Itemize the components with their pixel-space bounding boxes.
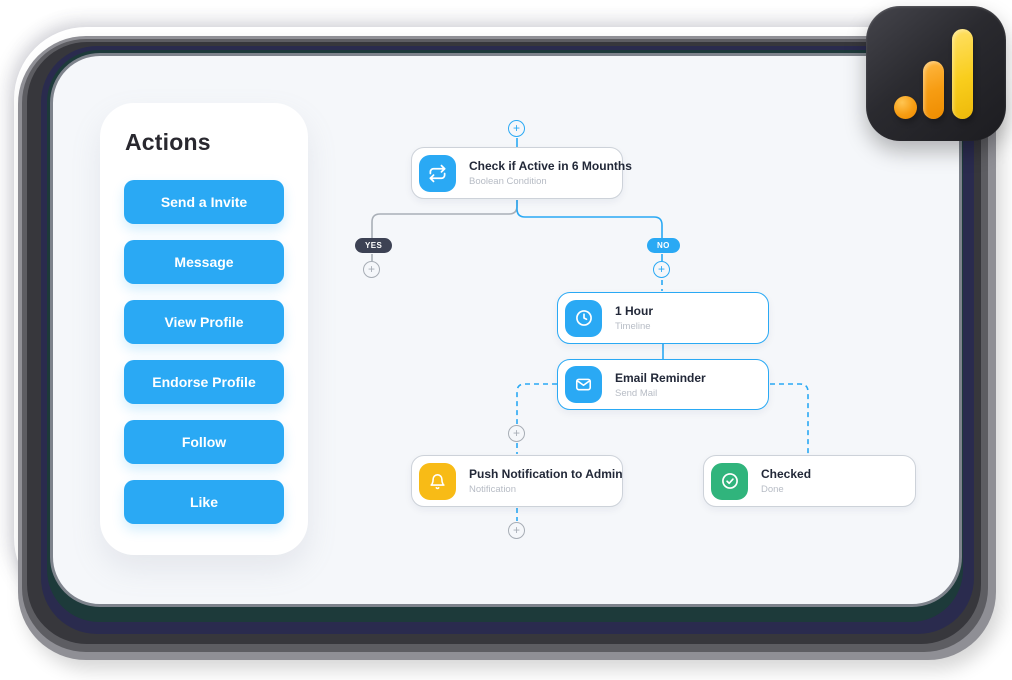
node-text: 1 Hour Timeline (615, 304, 653, 332)
action-button-send-invite[interactable]: Send a Invite (124, 180, 284, 224)
add-step-button-mid[interactable]: + (508, 425, 525, 442)
clock-icon (565, 299, 602, 337)
node-title: 1 Hour (615, 304, 654, 318)
flow-node-one-hour[interactable]: 1 Hour Timeline (557, 292, 769, 344)
node-title: Push Notification to Admin (469, 467, 623, 481)
action-button-follow[interactable]: Follow (124, 420, 284, 464)
branch-badge-yes: YES (355, 238, 393, 253)
mail-icon (565, 366, 602, 403)
node-text: Checked Done (761, 467, 811, 495)
check-circle-icon (711, 462, 748, 500)
node-subtitle: Send Mail (615, 387, 658, 399)
analytics-logo-bar-tall (952, 29, 973, 119)
add-step-button-no[interactable]: + (653, 261, 670, 278)
flow-node-push-notification[interactable]: Push Notification to Admin Notification (411, 455, 623, 507)
node-text: Push Notification to Admin Notification (469, 467, 623, 495)
action-button-message[interactable]: Message (124, 240, 284, 284)
action-button-view-profile[interactable]: View Profile (124, 300, 284, 344)
flow-node-check-active[interactable]: Check if Active in 6 Mounths Boolean Con… (411, 147, 632, 199)
action-button-like[interactable]: Like (124, 480, 284, 524)
node-subtitle: Done (761, 484, 784, 495)
branch-badge-no: NO (647, 238, 680, 253)
node-text: Email Reminder Send Mail (615, 371, 706, 399)
node-title: Check if Active in 6 Mounths (469, 159, 632, 173)
add-step-button-top[interactable]: + (508, 120, 525, 137)
analytics-logo-dot (894, 96, 917, 119)
node-subtitle: Timeline (615, 321, 651, 332)
bell-icon (419, 462, 456, 500)
actions-title: Actions (125, 129, 211, 155)
actions-card: Actions Send a Invite Message View Profi… (100, 103, 308, 555)
node-title: Checked (761, 467, 812, 481)
action-button-endorse-profile[interactable]: Endorse Profile (124, 360, 284, 404)
analytics-logo-bar-medium (923, 61, 944, 119)
actions-button-list: Send a Invite Message View Profile Endor… (124, 180, 284, 524)
flow-node-email-reminder[interactable]: Email Reminder Send Mail (557, 359, 769, 410)
node-text: Check if Active in 6 Mounths Boolean Con… (469, 159, 632, 187)
flow-node-checked[interactable]: Checked Done (703, 455, 916, 507)
repeat-icon (419, 154, 456, 192)
node-subtitle: Boolean Condition (469, 176, 547, 187)
node-title: Email Reminder (615, 370, 706, 385)
add-step-button-bottom[interactable]: + (508, 522, 525, 539)
node-subtitle: Notification (469, 484, 516, 495)
analytics-logo (866, 6, 1006, 141)
add-step-button-yes[interactable]: + (363, 261, 380, 278)
